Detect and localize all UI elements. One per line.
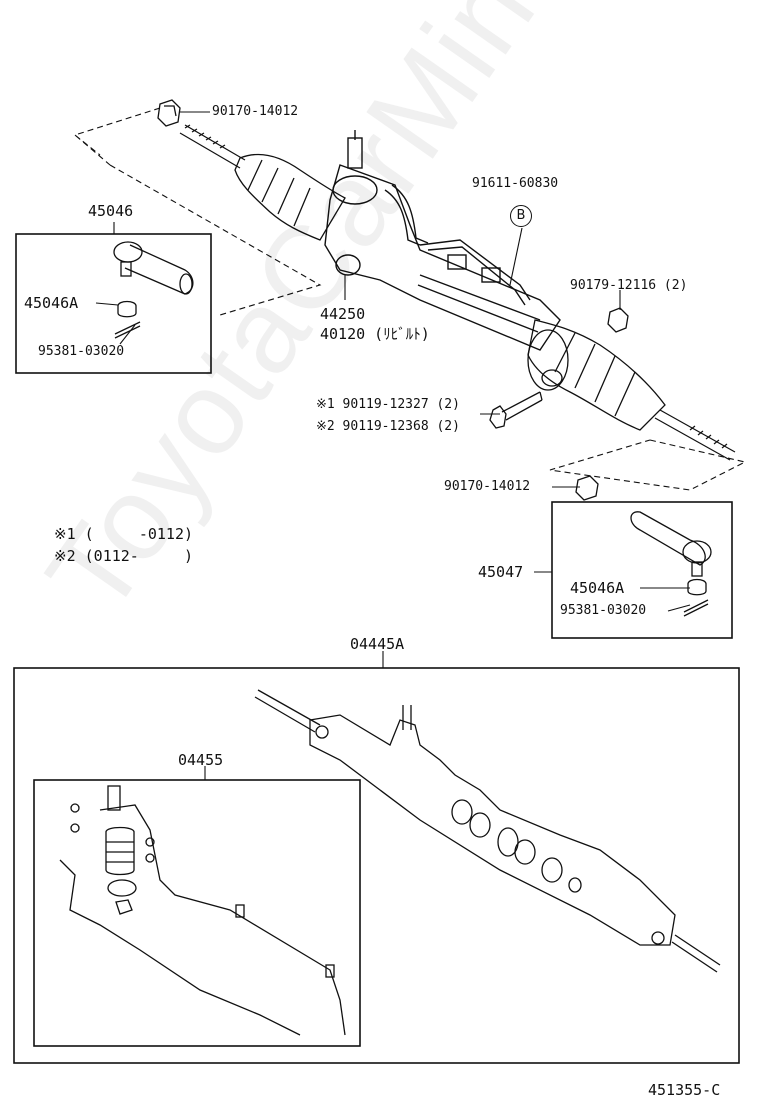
rack-left-rod	[179, 124, 246, 169]
label-nut-left: 45046A	[24, 294, 79, 312]
reference-b-badge: B	[510, 205, 532, 227]
label-bolt-1: ※1 90119-12327 (2)	[316, 397, 460, 412]
tie-rod-end-left-icon	[113, 241, 194, 339]
gasket-kit-box	[13, 667, 740, 1064]
label-bolt-2: ※2 90119-12368 (2)	[316, 419, 460, 434]
rack-right-rod	[654, 409, 736, 461]
diagram-code: 451355-C	[648, 1081, 721, 1099]
leader-lines	[95, 111, 691, 780]
label-pin-left: 95381-03020	[38, 344, 125, 359]
label-nut-top: 90170-14012	[212, 104, 299, 119]
tie-rod-end-right-icon	[630, 511, 712, 617]
label-nut-bottom: 90170-14012	[444, 479, 531, 494]
label-pin-right: 95381-03020	[560, 603, 647, 618]
rack-right-boot	[527, 319, 666, 431]
label-nut-right: 45046A	[570, 579, 625, 597]
label-tie-rod-end-right: 45047	[478, 563, 524, 581]
label-seal-kit: 04455	[178, 751, 224, 769]
rack-center-housing	[324, 130, 561, 351]
label-gear-assy: 44250	[320, 305, 366, 323]
note-1: ※1 ( -0112)	[54, 525, 193, 543]
gasket-kit-housing	[254, 689, 721, 973]
rack-left-boot	[234, 153, 346, 241]
upper-dashed-frame	[73, 107, 747, 491]
nut-top-icon	[157, 99, 181, 127]
seal-kit-housing	[59, 785, 346, 1036]
nut-bottom-icon	[575, 475, 599, 501]
label-nut-bracket: 90179-12116 (2)	[570, 278, 688, 293]
note-2: ※2 (0112- )	[54, 547, 193, 565]
label-gasket-kit: 04445A	[350, 635, 405, 653]
nut-bracket-icon	[607, 307, 629, 333]
bolt-icon	[489, 391, 543, 429]
tie-rod-end-box-right	[551, 501, 733, 639]
label-tie-rod-end-left: 45046	[88, 202, 134, 220]
label-gear-rebuilt: 40120 (ﾘﾋﾞﾙﾄ)	[320, 325, 430, 343]
label-tube: 91611-60830	[472, 176, 559, 191]
seal-kit-box	[33, 779, 361, 1047]
